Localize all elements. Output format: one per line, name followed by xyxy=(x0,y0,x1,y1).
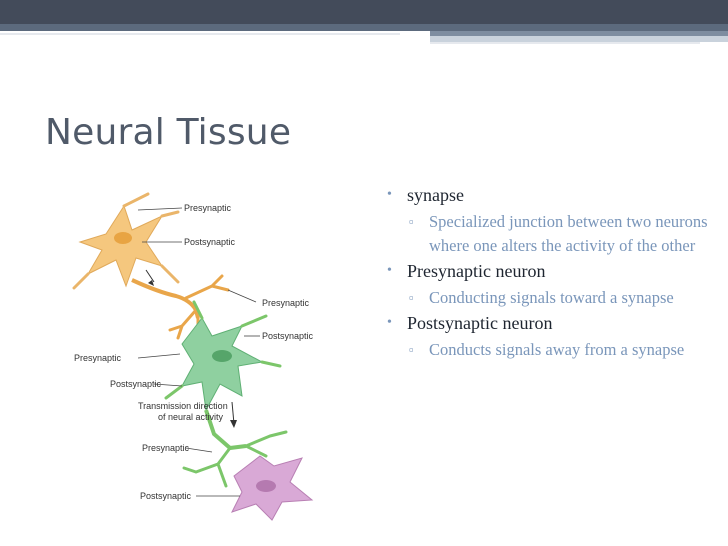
bullet-list: • synapse ▫ Specialized junction between… xyxy=(383,184,713,364)
header-rule-left xyxy=(0,33,400,35)
label-postsynaptic: Postsynaptic xyxy=(184,237,236,247)
neuron-middle xyxy=(164,300,288,488)
label-presynaptic: Presynaptic xyxy=(74,353,122,363)
bullet-text: synapse xyxy=(407,185,464,205)
label-presynaptic: Presynaptic xyxy=(184,203,232,213)
label-presynaptic: Presynaptic xyxy=(262,298,310,308)
sub-bullet-text: Conducting signals toward a synapse xyxy=(429,288,674,307)
presynaptic-neuron-top xyxy=(72,192,230,340)
label-presynaptic: Presynaptic xyxy=(142,443,190,453)
sub-bullet-item: ▫ Conducting signals toward a synapse xyxy=(383,286,713,310)
header-band-light xyxy=(430,36,728,42)
bullet-text: Presynaptic neuron xyxy=(407,261,546,281)
bullet-item: • Presynaptic neuron xyxy=(383,260,713,282)
slide-title: Neural Tissue xyxy=(45,112,292,153)
sub-bullet-marker: ▫ xyxy=(409,214,414,229)
sub-bullet-text: Conducts signals away from a synapse xyxy=(429,340,685,359)
label-postsynaptic: Postsynaptic xyxy=(110,379,162,389)
bullet-marker: • xyxy=(387,315,392,330)
bullet-marker: • xyxy=(387,187,392,202)
sub-bullet-marker: ▫ xyxy=(409,342,414,357)
label-transmission-direction-2: of neural activity xyxy=(158,412,224,422)
label-postsynaptic: Postsynaptic xyxy=(140,491,192,501)
header-band xyxy=(0,24,728,31)
bullet-item: • synapse xyxy=(383,184,713,206)
header-bar xyxy=(0,0,728,24)
header-rule-right xyxy=(430,42,700,44)
label-postsynaptic: Postsynaptic xyxy=(262,331,314,341)
label-leader-lines xyxy=(137,207,260,497)
sub-bullet-item: ▫ Specialized junction between two neuro… xyxy=(383,210,713,258)
sub-bullet-marker: ▫ xyxy=(409,290,414,305)
sub-bullet-item: ▫ Conducts signals away from a synapse xyxy=(383,338,713,362)
header-band-accent xyxy=(430,31,728,36)
synapse-diagram: Presynaptic Postsynaptic Presynaptic Pos… xyxy=(66,186,318,524)
label-transmission-direction: Transmission direction xyxy=(138,401,228,411)
postsynaptic-neuron-bottom xyxy=(231,455,314,521)
bullet-marker: • xyxy=(387,263,392,278)
bullet-item: • Postsynaptic neuron xyxy=(383,312,713,334)
sub-bullet-text: Specialized junction between two neurons… xyxy=(429,212,708,255)
bullet-text: Postsynaptic neuron xyxy=(407,313,553,333)
